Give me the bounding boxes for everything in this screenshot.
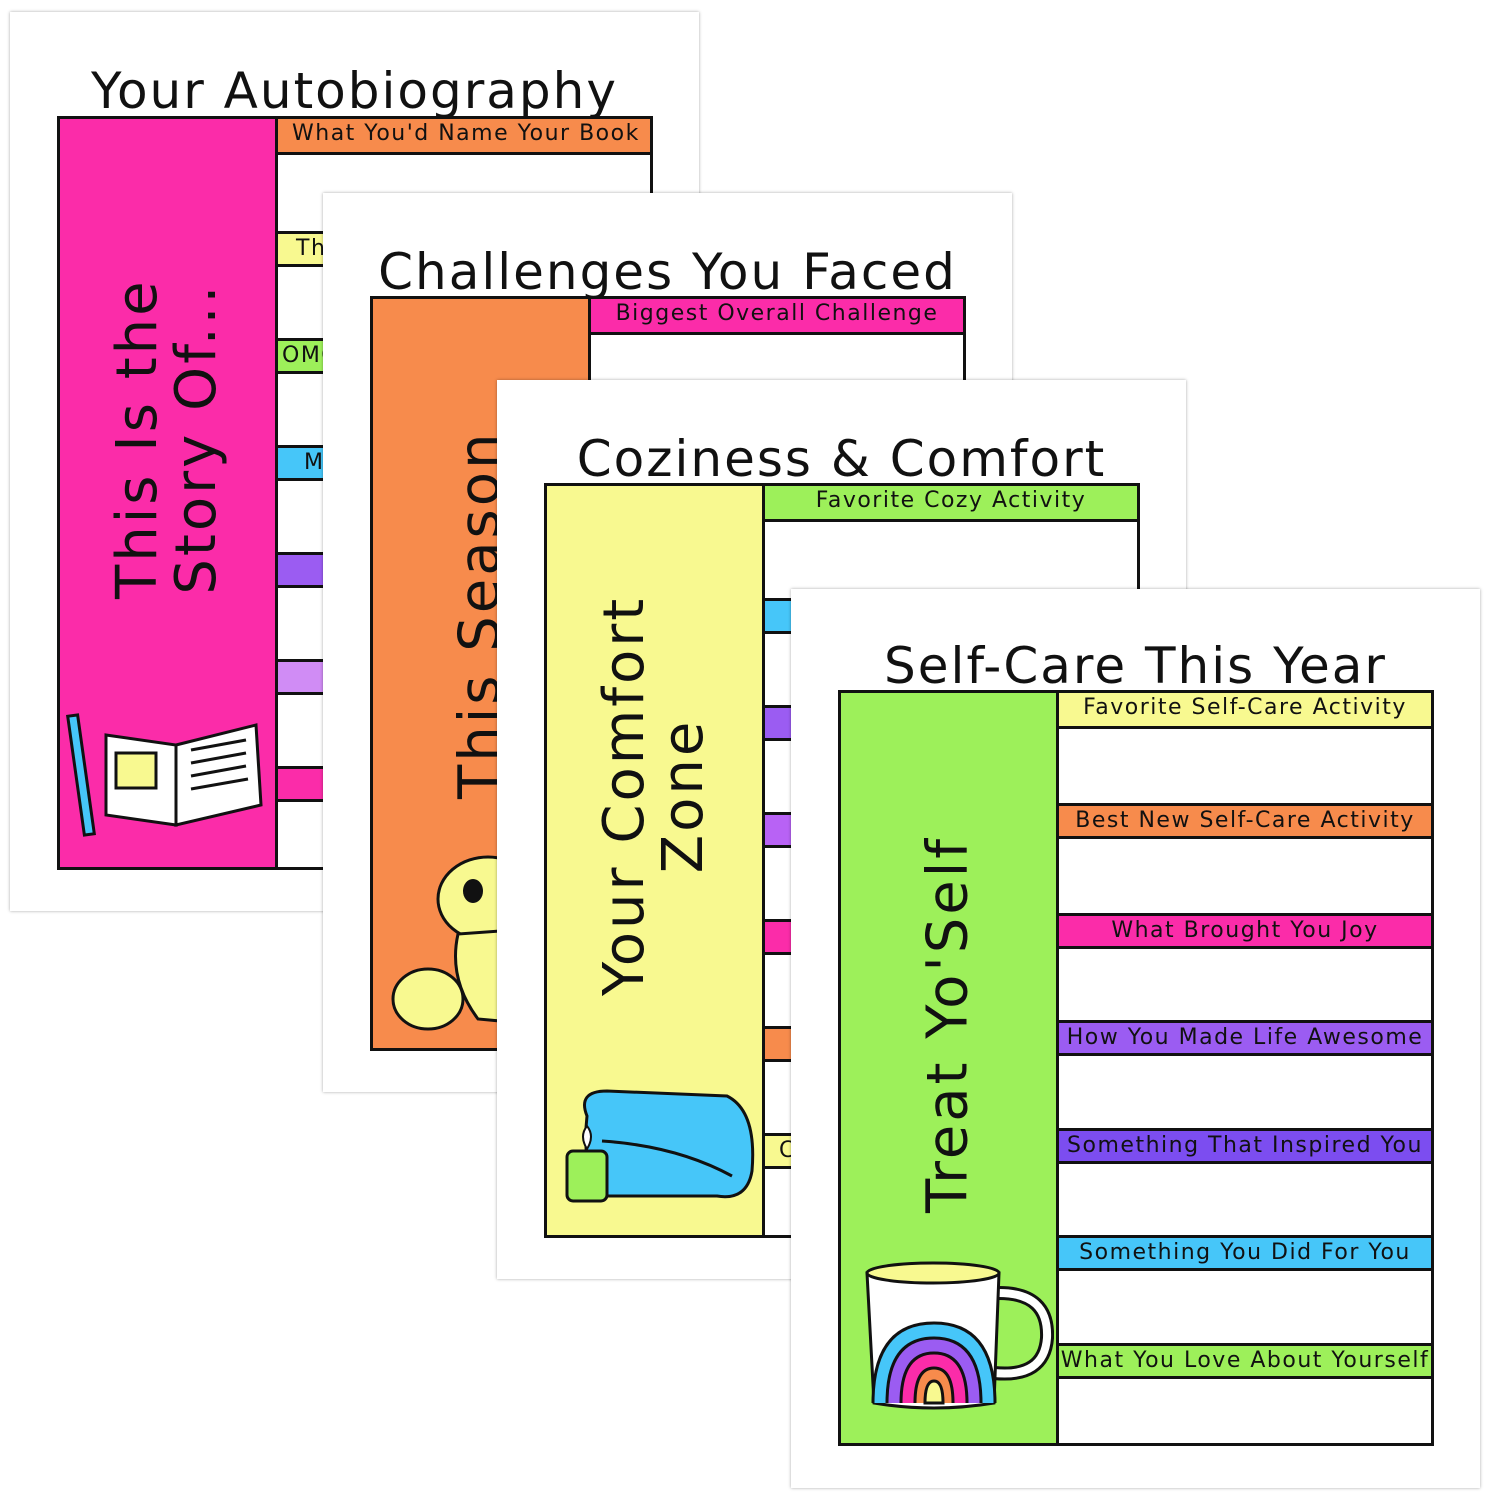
blanket-candle-icon xyxy=(565,1089,755,1203)
prompt-band: How You Made Life Awesome xyxy=(1059,1020,1431,1056)
page-title: Your Autobiography xyxy=(91,62,618,120)
side-title-line-2: Zone xyxy=(650,718,716,874)
side-title-line-1: Treat Yo'Self xyxy=(915,836,981,1213)
answer-column: Biggest Overall Challenge xyxy=(591,299,963,1048)
page-title: Challenges You Faced xyxy=(378,243,957,301)
prompt-band: Something That Inspired You xyxy=(1059,1128,1431,1164)
side-title-line-1: Your Comfort xyxy=(591,595,657,996)
page-title: Self-Care This Year xyxy=(884,637,1387,695)
prompt-band: What You Love About Yourself xyxy=(1059,1343,1431,1379)
side-panel: Treat Yo'Self xyxy=(841,693,1059,1443)
page-title: Coziness & Comfort xyxy=(576,430,1107,488)
side-title: Treat Yo'Self xyxy=(915,836,981,1213)
side-title-line-2: Story Of... xyxy=(163,282,229,595)
prompt-band: Favorite Cozy Activity xyxy=(765,486,1137,522)
answer-column: Favorite Self-Care Activity Best New Sel… xyxy=(1059,693,1431,1443)
rainbow-mug-icon xyxy=(865,1261,1054,1410)
prompt-band: Favorite Self-Care Activity xyxy=(1059,693,1431,729)
book-pencil-icon xyxy=(66,713,263,837)
worksheet-frame: Treat Yo'Self Favorite Self-Care Activit… xyxy=(838,690,1434,1446)
prompt-band: What Brought You Joy xyxy=(1059,913,1431,949)
prompt-band: Best New Self-Care Activity xyxy=(1059,803,1431,839)
side-title: This Is the Story Of... xyxy=(104,278,229,599)
prompt-band: Biggest Overall Challenge xyxy=(591,299,963,335)
worksheet-page-self-care: Self-Care This Year Treat Yo'Self Favori… xyxy=(791,589,1480,1488)
side-panel: This Is the Story Of... xyxy=(60,119,278,867)
side-panel: Your Comfort Zone xyxy=(547,486,765,1235)
side-title: Your Comfort Zone xyxy=(591,595,716,996)
side-title-line-1: This Is the xyxy=(104,278,170,599)
prompt-band: Something You Did For You xyxy=(1059,1235,1431,1271)
prompt-band: What You'd Name Your Book xyxy=(278,119,650,155)
